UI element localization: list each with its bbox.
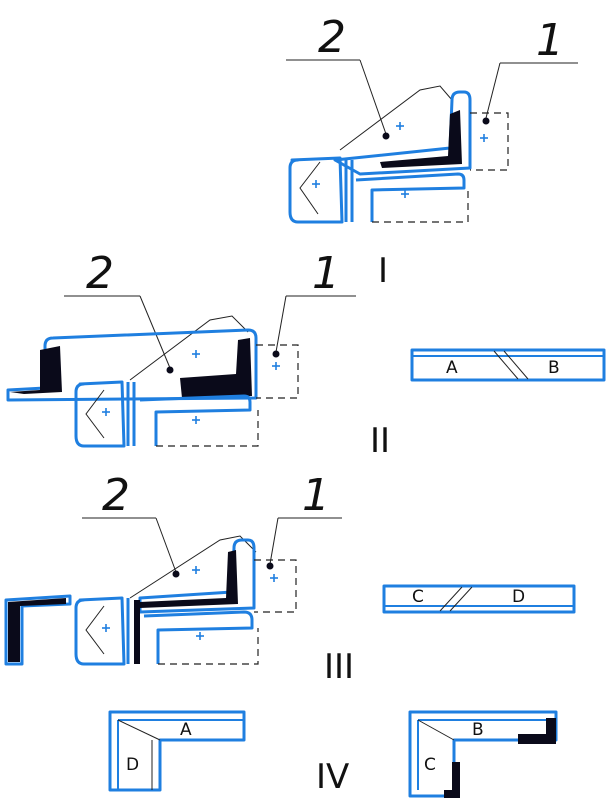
- stage-1-assembly: 2 1: [286, 12, 578, 224]
- part-a-label-iv: A: [180, 720, 192, 740]
- part-d-label-iv: D: [126, 755, 139, 775]
- part-b-label-iv: B: [472, 720, 484, 740]
- part-a-label: A: [446, 358, 458, 378]
- corner-joint-bc: B C: [408, 710, 558, 798]
- scarf-joint-cd: C D: [382, 584, 576, 614]
- stage-label-2: II: [370, 421, 390, 461]
- callout-2-label-iii: 2: [102, 470, 130, 521]
- part-c-label-iv: C: [424, 755, 436, 775]
- part-c-label: C: [412, 587, 424, 607]
- scarf-joint-ab: A B: [410, 348, 606, 382]
- callout-1-label: 1: [536, 15, 564, 66]
- stage-2-assembly: 2 1: [6, 248, 356, 448]
- stage-label-3: III: [324, 647, 354, 687]
- stage-3-assembly: 2 1: [4, 470, 342, 666]
- callout-1-label-ii: 1: [312, 248, 340, 299]
- part-d-label: D: [512, 587, 525, 607]
- callout-1-label-iii: 1: [302, 470, 330, 521]
- corner-joint-ad: A D: [108, 710, 246, 792]
- stage-label-1: I: [378, 251, 388, 291]
- part-b-label: B: [548, 358, 560, 378]
- stage-label-4: IV: [316, 757, 349, 797]
- callout-2-label: 2: [318, 12, 346, 63]
- callout-2-label-ii: 2: [86, 248, 114, 299]
